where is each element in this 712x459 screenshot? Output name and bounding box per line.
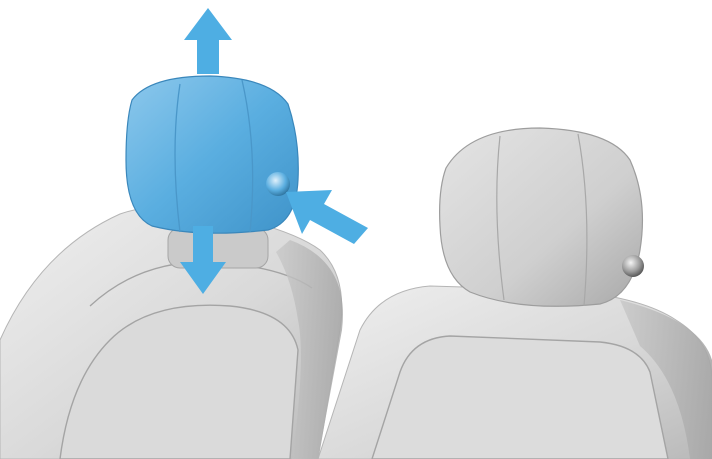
arrow-press-release-button-icon	[286, 190, 368, 244]
right-headrest	[440, 128, 643, 306]
right-seat	[318, 128, 712, 459]
right-headrest-release-button	[622, 255, 644, 277]
right-seat-center-panel	[372, 336, 668, 459]
left-headrest-highlighted	[126, 76, 298, 233]
arrow-up-icon	[184, 8, 232, 74]
left-seat	[0, 76, 343, 459]
